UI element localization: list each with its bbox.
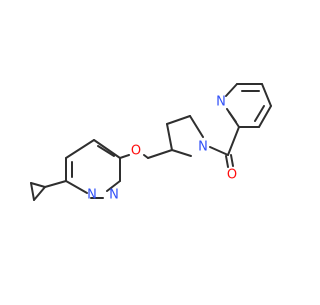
pyridazine-ring <box>65 139 121 199</box>
carbonyl-double-bond-a <box>225 155 229 168</box>
bond-cyclopropyl-pyridazine <box>44 180 67 188</box>
atom-nitrogen-pyrrolidine: N <box>198 140 208 155</box>
atom-oxygen-carbonyl: O <box>227 168 237 183</box>
atom-nitrogen-pyridazine-a: N <box>87 188 97 203</box>
carbonyl-double-bond-b <box>230 154 234 167</box>
cyclopropyl-ring <box>30 182 46 201</box>
bond-pyridazine-oxygen <box>119 154 130 159</box>
atom-nitrogen-pyridazine-b: N <box>109 188 119 203</box>
bond-carbonyl-pyridine <box>227 126 240 156</box>
atom-oxygen-ether: O <box>131 144 141 159</box>
molecule-structure: O N O N N N <box>30 83 272 203</box>
atom-nitrogen-pyridine: N <box>216 95 226 110</box>
molecule-drawing: O N O N N N <box>30 83 272 203</box>
bond-nitrogen-carbonyl <box>209 146 229 156</box>
bond-ch2-pyrrolidine <box>147 149 173 159</box>
pyridine-ring <box>225 83 272 128</box>
pyrrolidine-ring <box>166 115 204 157</box>
